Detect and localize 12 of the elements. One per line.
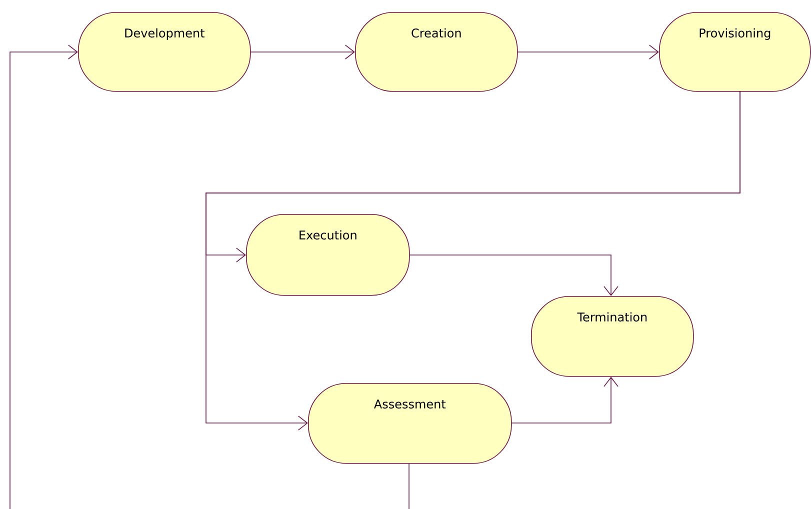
arrow <box>511 376 618 424</box>
arrow <box>517 44 659 60</box>
state-box: Provisioning <box>659 12 811 92</box>
arrow <box>250 44 355 60</box>
arrow <box>206 90 740 430</box>
state-box: Termination <box>531 296 694 377</box>
state-box: Creation <box>355 12 518 92</box>
state-box: Assessment <box>308 383 512 464</box>
arrow <box>409 254 618 296</box>
arrow <box>10 44 78 509</box>
state-box: Execution <box>246 214 410 296</box>
state-box: Development <box>78 12 251 92</box>
